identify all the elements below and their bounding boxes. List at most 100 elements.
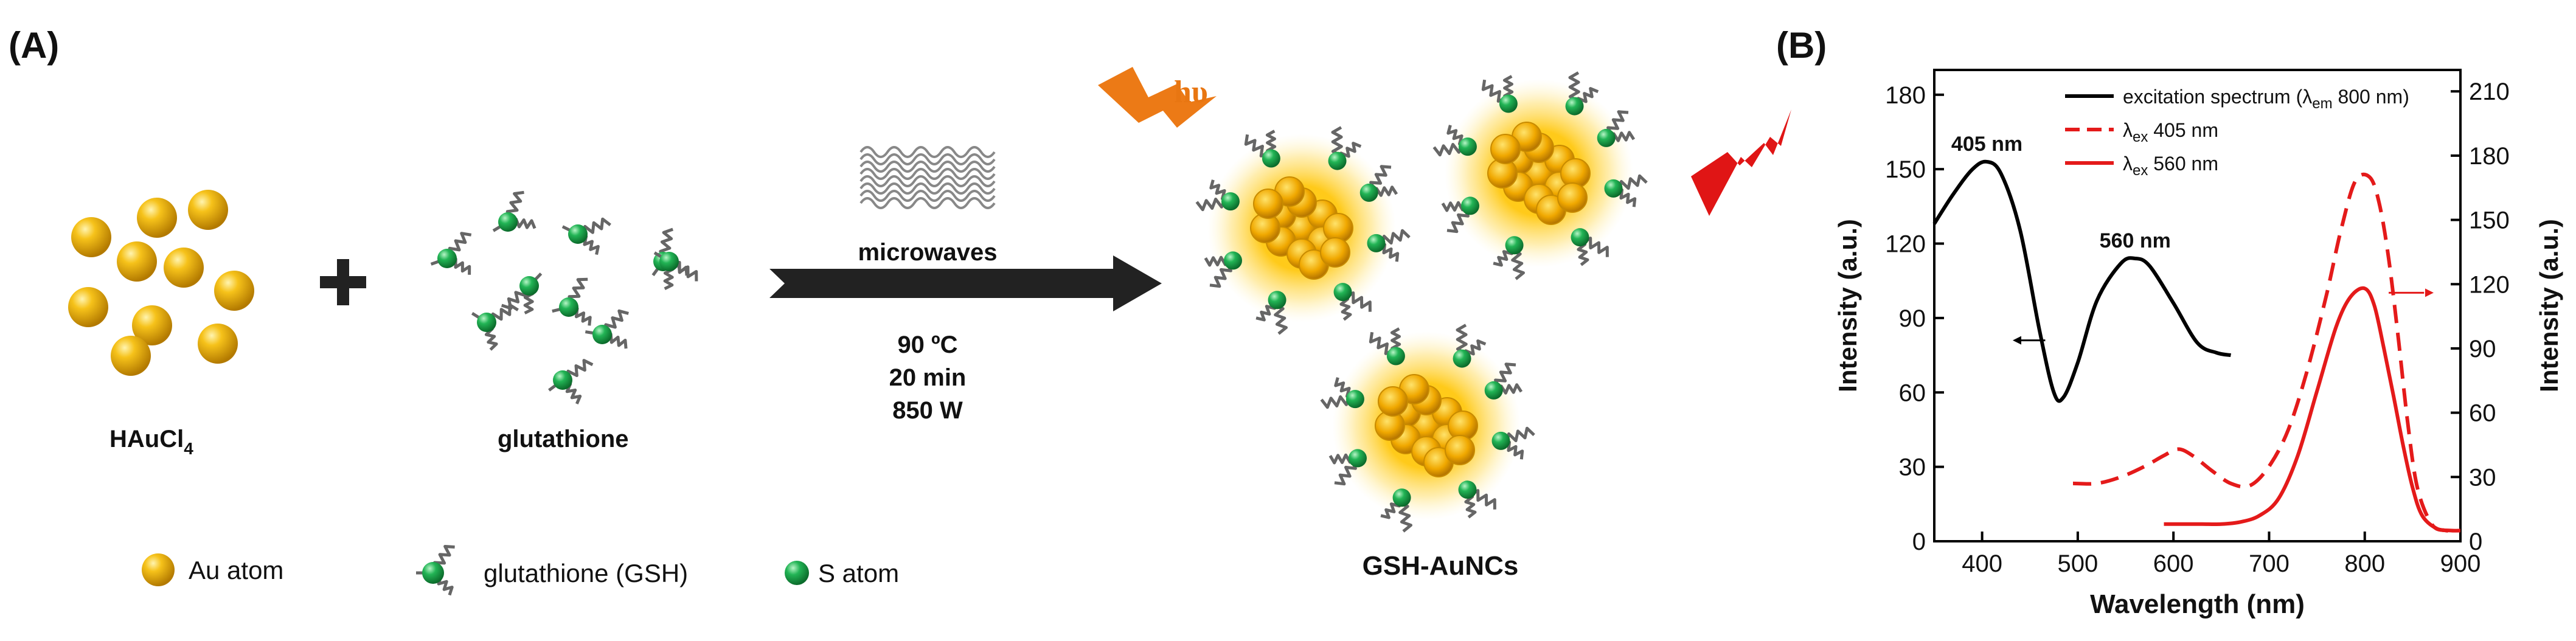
ligand-icon [1204,251,1242,288]
sulfur-atom-icon [1223,251,1242,270]
haucl4-gold-atoms [68,190,254,376]
ligand-icon [1597,110,1636,147]
gold-cluster [1195,126,1411,335]
gold-sphere-icon [111,336,151,376]
arrow-head [2012,336,2021,345]
ligand-icon [1491,426,1535,460]
arrow-icon [2389,288,2434,297]
ligand-icon [471,303,519,351]
sulfur-atom-icon [498,212,518,232]
sulfur-atom-icon [553,370,572,390]
gsh-aunc-clusters [1195,71,1648,533]
series-ex560-line [2164,286,2461,533]
ligand-icon [1441,196,1479,234]
ligand-icon [492,190,536,232]
sulfur-atom-icon [1460,196,1479,215]
sulfur-atom-icon [422,562,444,584]
legend-label-1: λex 405 nm [2123,119,2218,145]
sulfur-atom-icon [1565,97,1584,116]
microwave-wave [859,197,996,209]
ligand-icon [1571,228,1609,266]
gold-sphere-icon [142,553,175,586]
ligand-icon [1604,174,1648,207]
y-tick-label-left: 150 [1885,156,1926,183]
y-axis-label-right: Intensity (a.u.) [2535,219,2563,392]
x-tick-label: 700 [2249,550,2290,577]
sulfur-atom-icon [1458,137,1477,156]
y-tick-label-right: 120 [2469,271,2510,298]
sulfur-atom-icon [568,224,588,244]
sulfur-atom-icon [1333,283,1352,302]
condition-temperature: 90 ºC [897,331,957,358]
gold-cluster [1320,324,1535,533]
gold-sphere-icon [1378,386,1408,417]
ligand-icon [415,545,455,596]
ligand-icon [1255,291,1288,335]
panel-a: (A) HAuCl4 glutathione microwaves [9,25,1791,596]
legend-panel-a: Au atom glutathione (GSH) S atom [142,545,899,596]
reactant-glutathione: glutathione [498,426,629,452]
gold-sphere-icon [214,271,254,311]
arrow-head [2425,288,2434,297]
ligand-icon [552,277,592,326]
sulfur-atom-icon [1491,431,1510,450]
arrow-icon [2012,336,2046,345]
plot-frame [1933,69,2462,542]
ligand-icon [1333,283,1372,321]
y-tick-label-left: 120 [1885,231,1926,258]
ligand-icon [548,359,594,404]
ligand-icon [430,232,472,275]
sulfur-atom-icon [519,276,539,296]
ligand-icon [1244,130,1280,168]
legend-glutathione: glutathione (GSH) [484,559,688,587]
sulfur-atom-icon [1359,183,1378,202]
gold-cluster [1432,71,1648,280]
x-tick-label: 400 [1962,550,2002,577]
y-tick-label-right: 0 [2469,528,2482,555]
plus-sign [320,259,366,305]
x-tick-label: 900 [2440,550,2481,577]
sulfur-atom-icon [1268,291,1286,310]
sulfur-atom-icon [1386,347,1405,366]
x-tick-label: 600 [2153,550,2194,577]
ligand-icon [1484,362,1523,400]
ligand-icon [1453,324,1487,368]
ligand-icon [1481,75,1518,113]
sulfur-atom-icon [1221,192,1240,211]
legend-au-atom: Au atom [189,556,283,584]
condition-time: 20 min [889,364,967,391]
ligand-icon [1493,236,1525,280]
y-tick-label-left: 0 [1912,528,1926,555]
sulfur-atom-icon [437,249,457,268]
gold-sphere-icon [1253,189,1283,219]
ligand-icon [501,272,543,315]
arrow-label-microwaves: microwaves [858,239,997,266]
ligand-icon [561,217,611,255]
y-tick-label-left: 60 [1899,379,1926,406]
ligand-icon [415,545,455,596]
gold-sphere-icon [132,305,172,345]
gold-sphere-icon [1320,237,1350,268]
ligand-icon [653,251,698,291]
ligand-icon [1195,179,1240,212]
legend-label-0: excitation spectrum (λem 800 nm) [2123,86,2409,112]
ligand-icon [1328,126,1362,170]
microwave-wave [859,168,996,180]
sulfur-atom-icon [592,325,612,344]
legend-label-2: λex 560 nm [2123,153,2218,179]
y-tick-label-right: 30 [2469,464,2496,491]
microwave-icon [859,146,996,209]
y-tick-label-right: 90 [2469,336,2496,362]
y-tick-label-left: 180 [1885,82,1926,109]
microwave-wave [859,161,996,173]
sulfur-atom-icon [1597,128,1616,147]
ligand-icon [585,309,629,349]
ligand-icon [1380,488,1412,533]
microwave-wave [859,175,996,187]
microwave-wave [859,190,996,202]
series-excitation-line [1932,159,2232,403]
peak-label-405: 405 nm [1951,133,2022,156]
sulfur-atom-icon [1392,488,1411,507]
